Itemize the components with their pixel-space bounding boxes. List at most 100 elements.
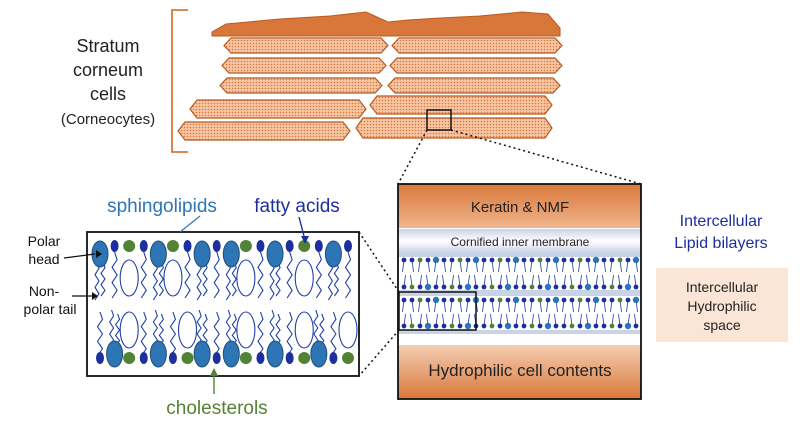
mini-lipid-head <box>537 323 543 329</box>
mini-lipid-head <box>632 296 640 304</box>
mini-lipid-head <box>481 323 487 329</box>
mini-lipid-head <box>609 323 615 329</box>
mini-lipid-head <box>617 284 623 290</box>
mini-lipid-head <box>432 296 440 304</box>
lipid-tail-loop <box>294 259 314 297</box>
mini-lipid-head <box>561 284 567 290</box>
sphingolipid-head <box>222 240 240 268</box>
fatty-acids-arrowhead <box>301 236 309 244</box>
lipid-tail-loop <box>163 259 183 297</box>
stratum-label-line3: cells <box>90 84 126 104</box>
mini-lipid-head <box>569 297 575 303</box>
lipid-tail <box>315 251 322 299</box>
lipid-tail <box>140 251 147 299</box>
mini-lipid-head <box>457 257 463 263</box>
mini-lipid-head <box>585 297 591 303</box>
sphingolipid-head <box>149 240 167 268</box>
mini-lipid-head <box>464 322 472 330</box>
lipid-tail <box>231 261 237 297</box>
mini-lipid-head <box>569 323 575 329</box>
fatty-acid-head <box>183 240 192 252</box>
cholesterol-head <box>123 352 136 364</box>
mini-lipid-head <box>545 297 551 303</box>
zoom-line-left <box>397 129 428 185</box>
mini-lipid-head <box>464 283 472 291</box>
lipid-tail <box>100 261 106 297</box>
inner-zoom-marker <box>398 291 477 331</box>
stratum-bracket <box>171 9 188 153</box>
mini-lipid-head <box>529 257 535 263</box>
mini-lipid-head <box>409 297 415 303</box>
lipid-tail <box>344 251 352 299</box>
mini-lipid-head <box>457 297 463 303</box>
mini-lipid-head <box>544 322 552 330</box>
mini-lipid-head <box>425 297 431 303</box>
mini-lipid-head <box>513 284 519 290</box>
mini-lipid-head <box>529 284 535 290</box>
mini-lipid-head <box>569 257 575 263</box>
stratum-label-group: Stratum corneum cells (Corneocytes) <box>61 36 155 128</box>
corneocyte-top-cell <box>211 11 561 37</box>
fatty-acid-head <box>285 240 294 252</box>
sphingolipid-head <box>193 340 211 368</box>
mini-lipid-head <box>609 297 615 303</box>
mini-lipid-head <box>592 256 600 264</box>
mini-lipid-head <box>625 297 631 303</box>
corneocyte-cell <box>369 95 553 115</box>
mini-lipid-head <box>544 283 552 291</box>
mini-lipid-head <box>601 284 607 290</box>
mini-lipid-head <box>504 283 512 291</box>
sphingolipid-head <box>193 240 211 268</box>
cholesterol-head <box>239 240 252 252</box>
lipid-tail <box>269 261 275 301</box>
mini-lipid-head <box>401 297 407 303</box>
cholesterol-head <box>298 352 311 364</box>
lipid-tail <box>196 309 202 347</box>
mini-lipid-head <box>489 297 495 303</box>
fatty-acid-head <box>314 240 323 252</box>
fatty-acid-head <box>212 352 221 364</box>
fatty-acid-head <box>212 240 221 252</box>
intercellular-label: Intercellular <box>680 213 763 230</box>
mini-lipid-head <box>561 297 567 303</box>
mini-lipid-head <box>577 257 583 263</box>
stratum-label-line4: (Corneocytes) <box>61 111 155 128</box>
lipid-tail <box>114 313 121 347</box>
mini-lipid-head <box>497 297 503 303</box>
mini-lipid-head <box>424 322 432 330</box>
lipid-tail <box>231 313 237 347</box>
mini-lipid-head <box>481 257 487 263</box>
lipid-tail <box>196 261 202 301</box>
mini-lipid-head <box>521 284 527 290</box>
mini-lipid-head <box>633 323 639 329</box>
corneocyte-cell <box>219 77 383 94</box>
fatty-acid-head <box>344 240 352 252</box>
fatty-acid-head <box>139 352 148 364</box>
mini-lipid-head <box>513 323 519 329</box>
stratum-label-line1: Stratum <box>76 36 139 56</box>
mini-lipid-head <box>505 257 511 263</box>
mini-lipid-head <box>457 323 463 329</box>
lipid-tail <box>202 261 208 297</box>
lipid-tail <box>333 261 340 297</box>
hydrophilic-space-label-1: Intercellular <box>686 279 759 295</box>
corneocyte-cell <box>387 77 561 94</box>
mini-lipid-head <box>417 284 423 290</box>
mini-lipid-head <box>632 256 640 264</box>
mini-lipid-head <box>553 284 559 290</box>
mini-lipid-head <box>465 297 471 303</box>
hydrophilic-space-box <box>656 268 788 342</box>
keratin-layer <box>398 184 641 228</box>
lipid-tail-loop <box>119 311 139 349</box>
mini-lipid-head <box>417 257 423 263</box>
mini-lipid-head <box>432 256 440 264</box>
mini-lipid-head <box>433 284 439 290</box>
mini-lipid-head <box>625 257 631 263</box>
lipid-bilayers-label: Lipid bilayers <box>674 235 767 252</box>
mini-lipid-head <box>601 257 607 263</box>
zoom-line-lower-left <box>358 329 400 377</box>
lipid-band-lower-bottom <box>398 330 641 334</box>
fatty-acid-head <box>139 240 148 252</box>
lipid-tail <box>152 261 159 301</box>
mini-lipid-head <box>409 323 415 329</box>
